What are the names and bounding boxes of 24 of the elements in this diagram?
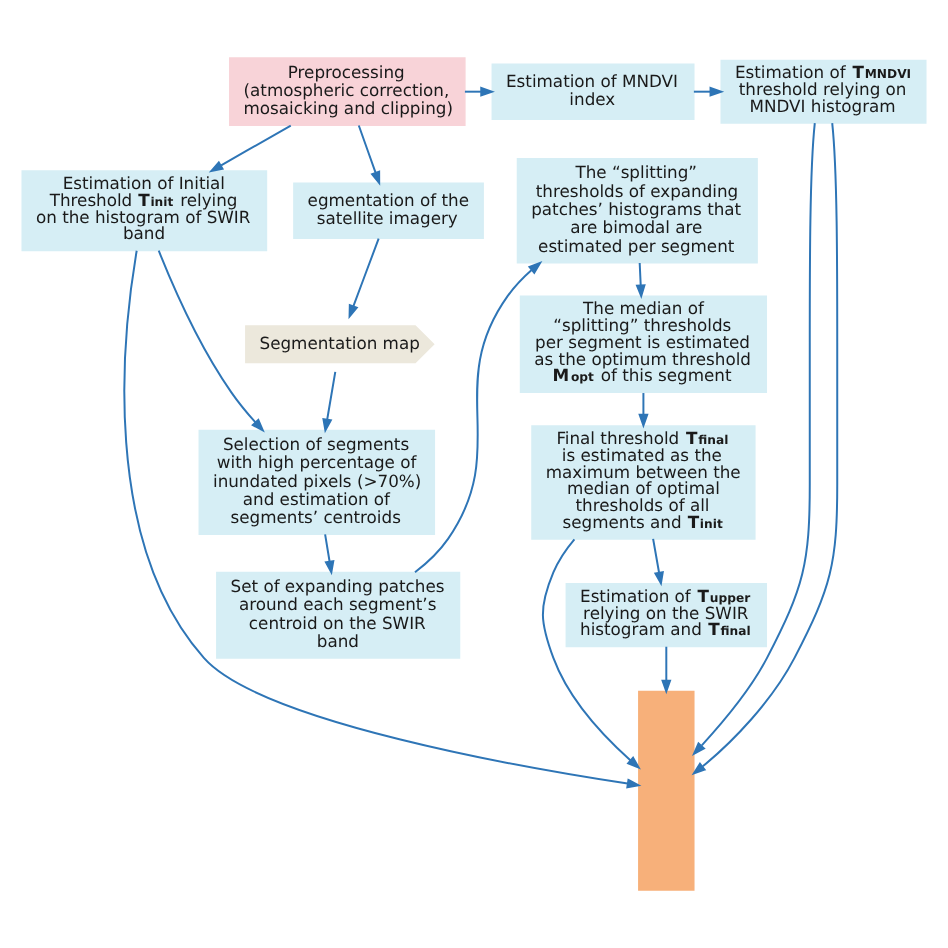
node-box: The “splitting” thresholds of expanding patches’ histograms that are bimodal are estimated per segment xyxy=(516,158,758,264)
arrow xyxy=(357,124,381,186)
arrow xyxy=(652,537,664,587)
node-box: egmentation of the satellite imagery xyxy=(293,182,484,239)
arrow xyxy=(635,262,646,300)
arrow xyxy=(691,122,816,756)
arrow xyxy=(322,370,337,434)
arrow xyxy=(157,249,265,433)
node-box: Selection of segments with high percentage of inundated pixels (>70%) and estimation of segments’ centroids xyxy=(198,429,436,536)
arrow xyxy=(414,261,543,574)
arrow xyxy=(661,645,672,695)
arrow xyxy=(123,249,642,789)
node-box: Set of expanding patches around each segment’s centroid on the SWIR band xyxy=(216,571,461,659)
arrow xyxy=(638,392,649,429)
arrow xyxy=(692,86,725,97)
arrow xyxy=(463,86,495,97)
node-box xyxy=(638,690,695,891)
arrow xyxy=(208,124,292,173)
arrow xyxy=(541,538,641,770)
arrow xyxy=(324,533,335,576)
node-box: Preprocessing (atmospheric correction, mosaicking and clipping) xyxy=(229,57,466,127)
arrow xyxy=(348,237,380,320)
arrow xyxy=(691,122,839,776)
node-box: Estimation of MNDVI index xyxy=(491,63,695,120)
